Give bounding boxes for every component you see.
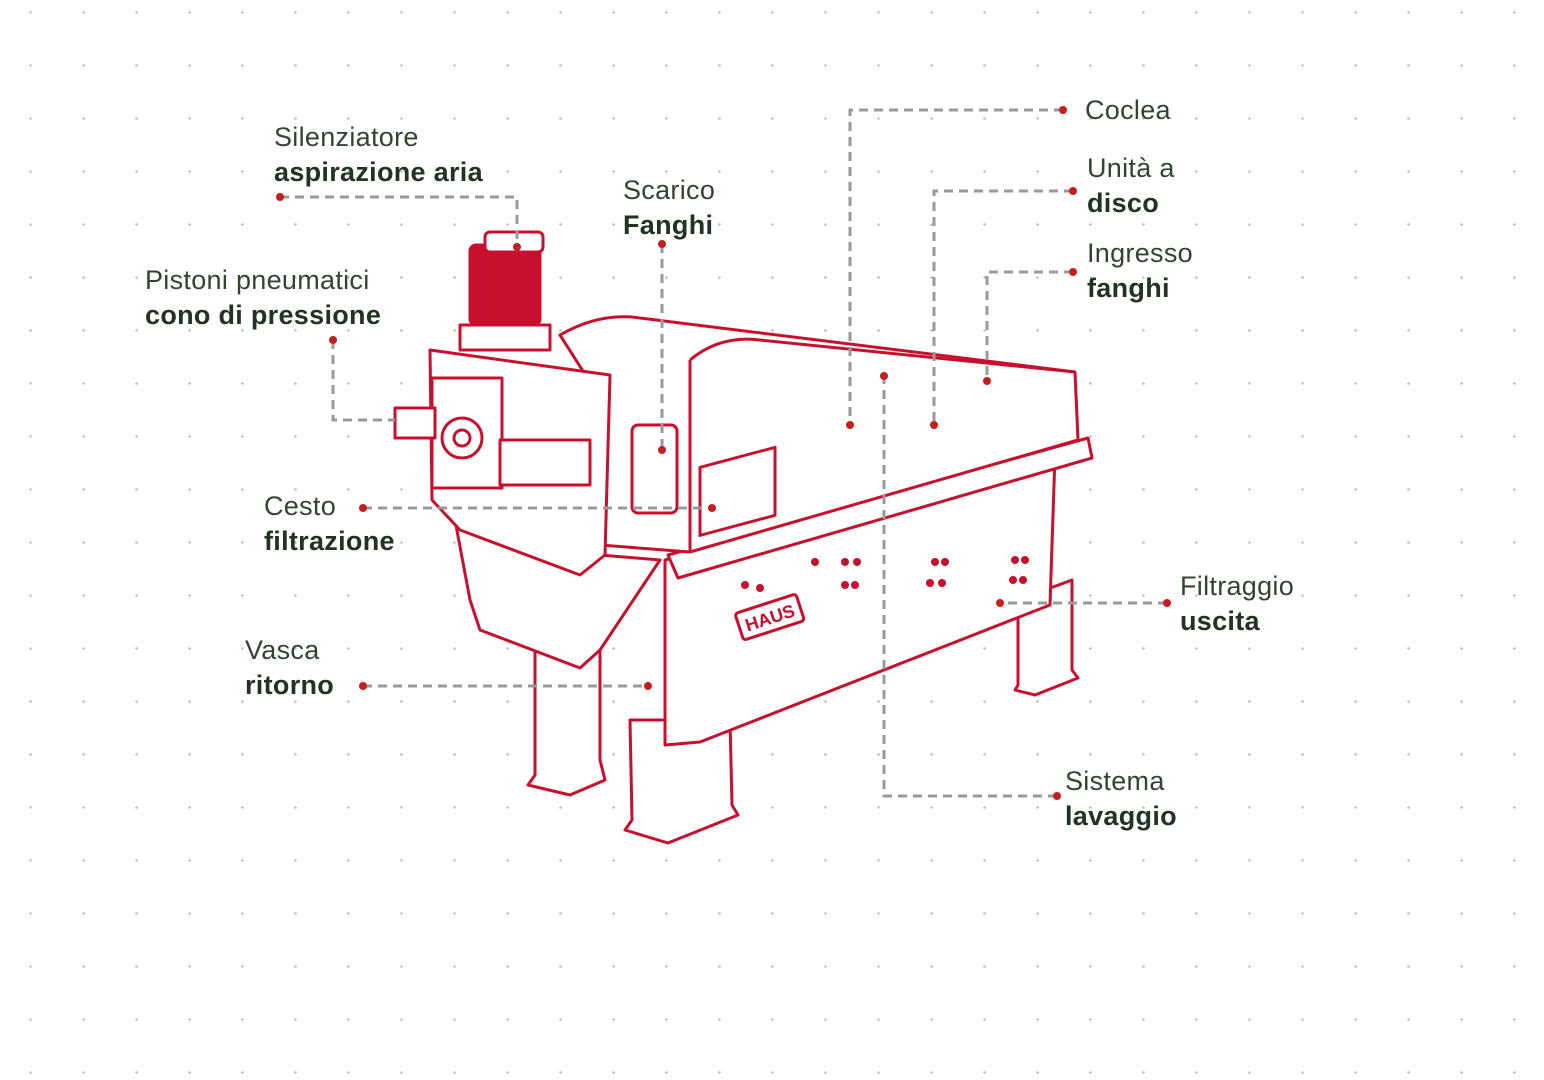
- callout-markers: [276, 106, 1171, 800]
- return-tank: [453, 518, 662, 670]
- motor: [468, 243, 542, 327]
- connector-lines: [280, 108, 1167, 798]
- discharge-hatch: [630, 423, 679, 515]
- leg-front-left: [526, 648, 607, 797]
- callout-coclea: Coclea: [1085, 95, 1171, 125]
- leg-front-right: [623, 718, 740, 845]
